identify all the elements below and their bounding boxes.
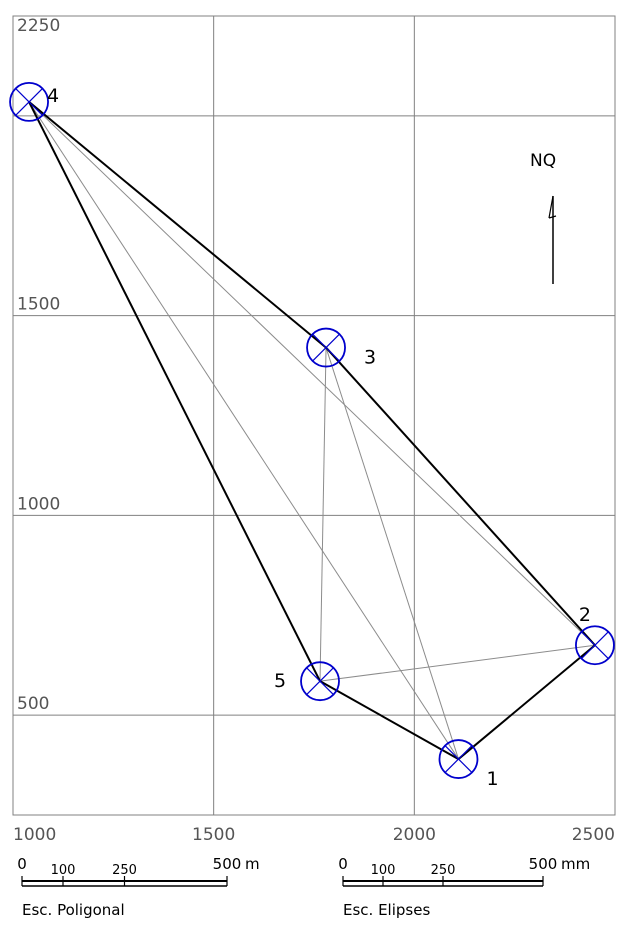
station-points: 1 2 3 4 5 <box>9 81 615 790</box>
polygon-traverse <box>28 101 596 760</box>
north-arrow-head <box>548 195 554 219</box>
scale-polygonal-tick-label-0: 0 <box>17 855 27 873</box>
x-tick-label-1500: 1500 <box>192 825 235 845</box>
observation-lines <box>28 101 596 760</box>
scale-ellipses-tick-label-100: 100 <box>371 863 396 878</box>
traverse-segment-3-2 <box>325 346 596 646</box>
station-1: 1 <box>438 739 499 790</box>
observation-line-5-2 <box>319 644 595 682</box>
traverse-segment-5-4 <box>28 101 321 682</box>
scale-ellipses-tick-label-0: 0 <box>338 855 348 873</box>
error-ellipse-4 <box>9 81 49 122</box>
ellipse-axis-minor-1 <box>445 745 472 773</box>
axis-tick-labels: 1000 1500 2000 2500 500 1000 1500 2250 <box>13 16 615 845</box>
x-tick-label-2500: 2500 <box>572 825 615 845</box>
traverse-segment-2-1 <box>457 644 596 760</box>
scale-polygonal-tick-label-500: 500 <box>213 855 242 873</box>
scale-ellipses-tick-label-500: 500 <box>529 855 558 873</box>
north-arrow: NQ <box>530 151 557 284</box>
scale-polygonal-unit: m <box>245 855 260 873</box>
north-arrow-barb <box>548 215 557 219</box>
station-label-5: 5 <box>274 670 286 692</box>
ellipse-axis-minor-5 <box>306 667 334 695</box>
station-label-3: 3 <box>364 347 376 369</box>
y-tick-label-500: 500 <box>17 694 49 714</box>
station-5: 5 <box>274 661 340 702</box>
error-ellipse-1 <box>438 739 479 779</box>
station-label-4: 4 <box>47 85 59 107</box>
x-tick-label-1000: 1000 <box>13 825 56 845</box>
traverse-segment-4-3 <box>28 101 327 349</box>
station-label-2: 2 <box>579 604 591 626</box>
station-label-1: 1 <box>486 768 498 790</box>
ellipse-axis-minor-4 <box>15 88 43 116</box>
y-tick-label-1000: 1000 <box>17 494 60 514</box>
ellipse-axis-minor-3 <box>312 334 340 362</box>
plot-frame <box>12 15 616 816</box>
x-tick-label-2000: 2000 <box>393 825 436 845</box>
scale-ellipses-caption: Esc. Elipses <box>343 901 430 919</box>
observation-line-4-2 <box>28 101 596 646</box>
ellipse-axis-minor-2 <box>581 631 609 659</box>
error-ellipse-3 <box>306 327 346 368</box>
observation-line-4-1 <box>28 101 459 760</box>
error-ellipse-2 <box>575 625 615 666</box>
station-2: 2 <box>575 604 615 666</box>
traverse-segment-1-5 <box>319 680 459 760</box>
grid <box>12 15 616 816</box>
y-tick-label-1500: 1500 <box>17 295 60 315</box>
north-label: NQ <box>530 151 556 171</box>
scale-polygonal-tick-label-100: 100 <box>51 863 76 878</box>
station-3: 3 <box>306 327 376 369</box>
scale-polygonal-tick-label-250: 250 <box>112 863 137 878</box>
scale-ellipses-tick-label-250: 250 <box>431 863 456 878</box>
station-4: 4 <box>9 81 59 122</box>
observation-line-3-5 <box>319 347 327 682</box>
observation-line-3-1 <box>325 347 459 760</box>
y-tick-label-2250: 2250 <box>17 16 60 36</box>
scale-polygonal-caption: Esc. Poligonal <box>22 901 125 919</box>
scale-ellipses-unit: mm <box>561 855 590 873</box>
error-ellipse-5 <box>300 661 340 702</box>
